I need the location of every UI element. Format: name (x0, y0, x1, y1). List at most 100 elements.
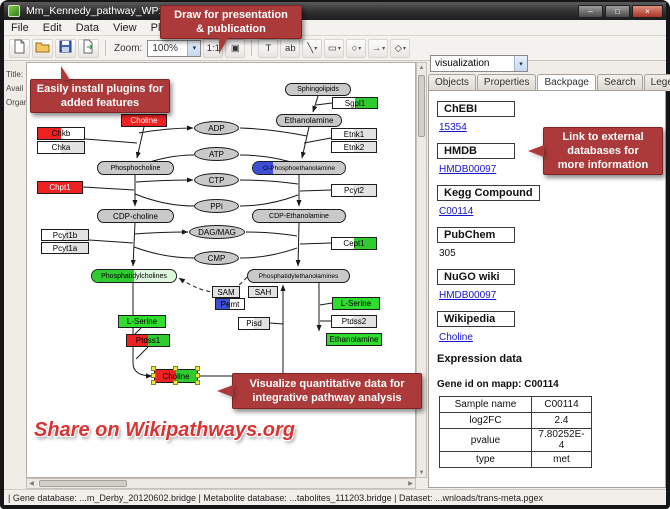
rect-tool[interactable]: ▭▾ (324, 38, 345, 58)
visualization-combobox[interactable]: visualization ▾ (430, 55, 528, 72)
node-color-left (42, 243, 65, 253)
shape-tool[interactable]: ◇▾ (390, 38, 411, 58)
pathway-node-pcyt2[interactable]: Pcyt2 (331, 184, 377, 197)
scrollbar-thumb[interactable] (39, 480, 127, 487)
pathway-node-cmp[interactable]: CMP (194, 251, 239, 265)
scroll-left-icon[interactable]: ◀ (29, 481, 34, 487)
chevron-down-icon[interactable]: ▾ (187, 40, 201, 56)
new-button[interactable] (9, 38, 30, 58)
tab-properties[interactable]: Properties (476, 74, 537, 91)
tab-backpage[interactable]: Backpage (537, 74, 596, 91)
pathway-node-sgpl1[interactable]: Sgpl1 (332, 97, 378, 109)
pathway-node-chkb[interactable]: Chkb (37, 127, 85, 140)
menu-file[interactable]: File (11, 21, 29, 34)
pathway-node-l-serine[interactable]: L-Serine (332, 297, 380, 310)
menu-view[interactable]: View (112, 21, 137, 34)
pathway-node-cept1[interactable]: Cept1 (331, 237, 377, 250)
backpage-link[interactable]: Choline (439, 332, 473, 343)
chevron-down-icon[interactable]: ▾ (514, 56, 527, 71)
pathway-node-pisd[interactable]: Pisd (238, 317, 270, 330)
selection-handle[interactable] (195, 366, 200, 371)
scroll-right-icon[interactable]: ▶ (408, 481, 413, 487)
pathway-node-ptdss1[interactable]: Ptdss1 (126, 334, 170, 347)
scroll-down-icon[interactable]: ▼ (418, 469, 425, 476)
pathway-node-choline[interactable]: Choline (121, 114, 167, 127)
tab-legend[interactable]: Legend (643, 74, 670, 91)
pathway-node-etnk1[interactable]: Etnk1 (331, 128, 377, 140)
tab-objects[interactable]: Objects (428, 74, 476, 91)
text-tool[interactable]: T (258, 38, 279, 58)
horizontal-scrollbar[interactable]: ◀ ▶ (26, 478, 416, 489)
pathway-node-pemt[interactable]: Pemt (215, 298, 245, 310)
scroll-up-icon[interactable]: ▲ (418, 64, 425, 71)
pathway-node-ethanolamine[interactable]: Ethanolamine (326, 333, 382, 346)
pathway-node-dag-mag[interactable]: DAG/MAG (189, 225, 245, 239)
zoom-combobox[interactable]: 100% ▾ (147, 39, 202, 57)
scrollbar-thumb[interactable] (418, 75, 425, 137)
pathway-node-ethanolamine[interactable]: Ethanolamine (276, 114, 342, 127)
maximize-button[interactable]: □ (605, 4, 630, 18)
pathway-node-ptdss2[interactable]: Ptdss2 (331, 315, 377, 328)
pathway-node-phosphatidylcholines[interactable]: Phosphatidylcholines (91, 269, 177, 283)
pathway-node-cdp-ethanolamine[interactable]: CDP-Ethanolamine (252, 209, 346, 223)
backpage-link[interactable]: HMDB00097 (439, 164, 497, 175)
text-tool-icon: T (265, 42, 272, 54)
pathway-node-chpt1[interactable]: Chpt1 (37, 181, 83, 194)
pathway-node-o-phosphoethanolamine[interactable]: O-Phosphoethanolamine (252, 161, 346, 175)
callout-line: Link to external (562, 130, 644, 143)
tab-search[interactable]: Search (596, 74, 643, 91)
open-icon (35, 39, 50, 57)
pathway-node-adp[interactable]: ADP (194, 121, 239, 135)
selection-handle[interactable] (195, 380, 200, 385)
save-button[interactable] (55, 38, 76, 58)
ellipse-tool[interactable]: ○▾ (346, 38, 367, 58)
minimize-button[interactable]: – (578, 4, 603, 18)
arrow-tool[interactable]: →▾ (368, 38, 389, 58)
menu-data[interactable]: Data (75, 21, 99, 34)
pathway-node-pcyt1a[interactable]: Pcyt1a (41, 242, 89, 254)
open-button[interactable] (32, 38, 53, 58)
label-tool[interactable]: ab (280, 38, 301, 58)
backpage-link[interactable]: HMDB00097 (439, 290, 497, 301)
selection-handle[interactable] (151, 366, 156, 371)
pathway-node-l-serine[interactable]: L-Serine (118, 315, 166, 328)
pathway-node-sphingolipids[interactable]: Sphingolipids (285, 83, 351, 96)
pathway-node-pcyt1b[interactable]: Pcyt1b (41, 229, 89, 241)
zoom-fit-button[interactable]: ▣ (225, 38, 246, 58)
selection-handle[interactable] (173, 380, 178, 385)
node-color-left (38, 142, 61, 153)
pathway-node-phosphocholine[interactable]: Phosphocholine (97, 161, 174, 175)
export-button[interactable] (78, 38, 99, 58)
chevron-down-icon: ▾ (314, 45, 318, 52)
pathway-node-phosphatidylethanolamines[interactable]: Phosphatidylethanolamines (247, 269, 350, 283)
selection-handle[interactable] (195, 373, 200, 378)
close-button[interactable]: × (632, 4, 663, 18)
pathway-node-chka[interactable]: Chka (37, 141, 85, 154)
pathway-node-ctp[interactable]: CTP (194, 173, 239, 187)
backpage-section-header: ChEBI (437, 101, 515, 117)
vertical-scrollbar[interactable]: ▲ ▼ (416, 62, 427, 478)
pathway-node-etnk2[interactable]: Etnk2 (331, 141, 377, 153)
selection-handle[interactable] (173, 366, 178, 371)
backpage-link[interactable]: 15354 (439, 122, 467, 133)
selection-handle[interactable] (151, 380, 156, 385)
menu-edit[interactable]: Edit (42, 21, 62, 34)
node-color-left (332, 238, 354, 249)
backpage-link[interactable]: C00114 (439, 206, 474, 217)
title-bar[interactable]: Mm_Kennedy_pathway_WP1771_45176.gpml –□× (4, 2, 666, 20)
selection-handle[interactable] (151, 373, 156, 378)
window-controls: –□× (578, 4, 663, 18)
pathway-node-atp[interactable]: ATP (194, 147, 239, 161)
file-buttons (9, 38, 99, 58)
pathway-node-ppi[interactable]: PPi (194, 199, 239, 213)
line-tool[interactable]: ╲▾ (302, 38, 323, 58)
pathway-node-sam[interactable]: SAM (212, 286, 240, 298)
pathway-node-sah[interactable]: SAH (248, 286, 278, 298)
pathway-node-cdp-choline[interactable]: CDP-choline (97, 209, 174, 223)
